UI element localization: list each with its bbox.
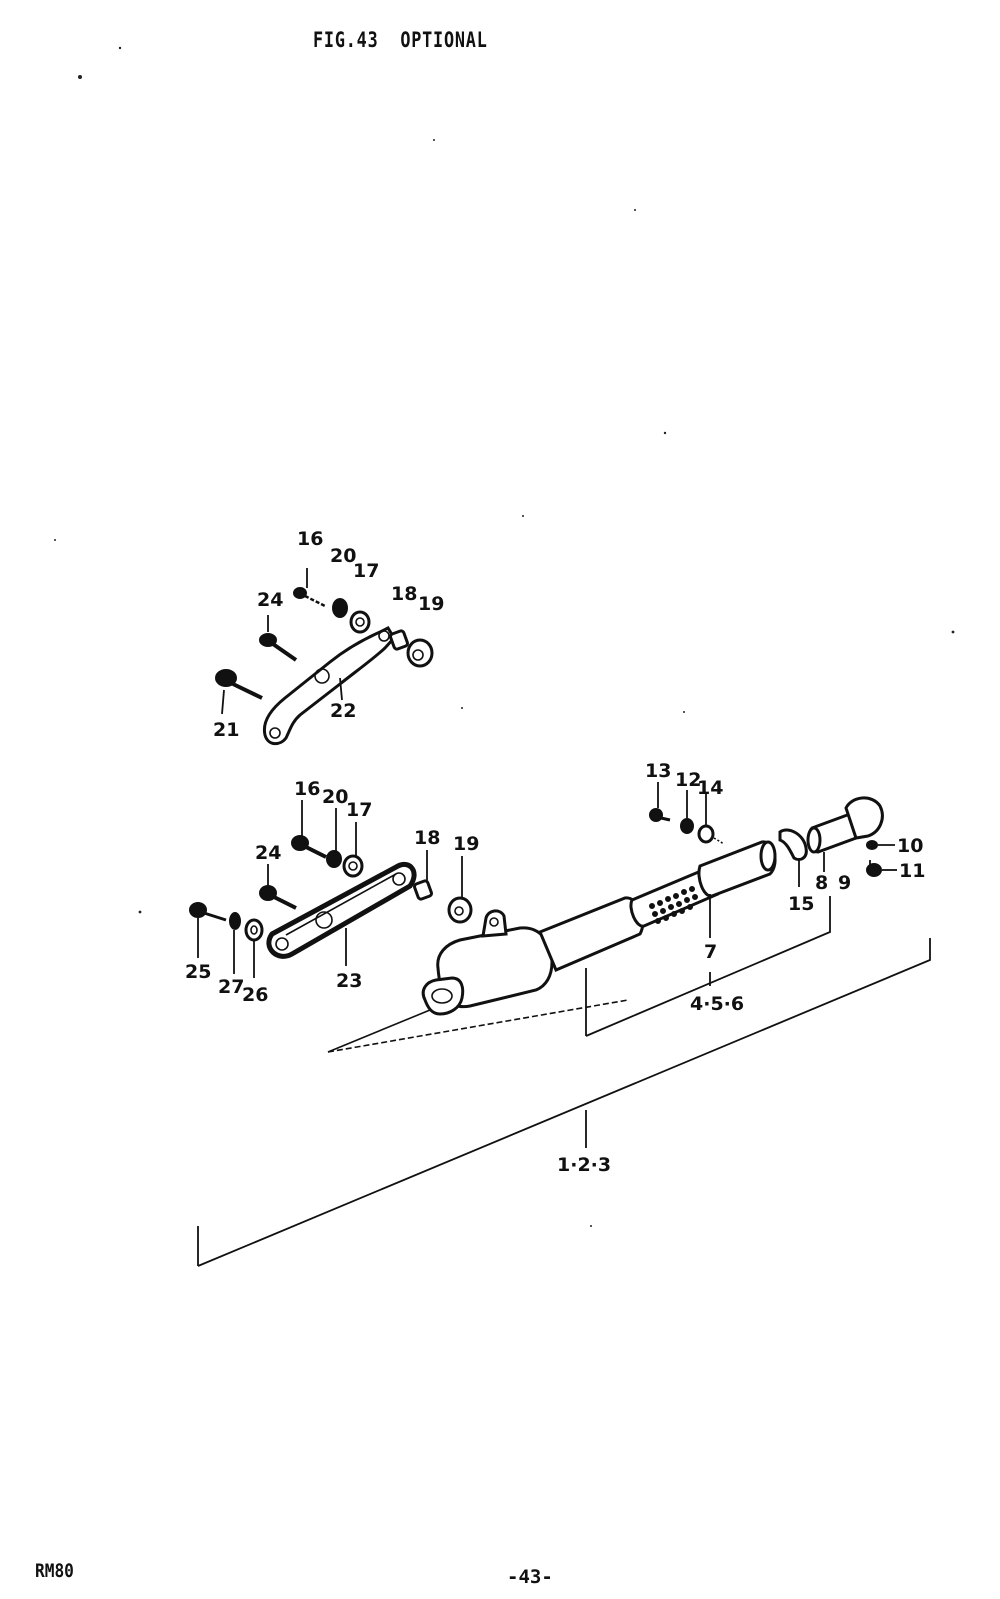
callout-lower-27: 27	[218, 976, 244, 998]
lower-bracket-assembly	[189, 800, 473, 978]
callout-upper-16: 16	[297, 528, 323, 550]
upper-bracket-assembly	[215, 568, 434, 746]
callout-7: 7	[704, 941, 717, 963]
callout-11: 11	[899, 860, 925, 882]
callout-upper-20: 20	[330, 545, 356, 567]
group-bracket-123	[197, 938, 931, 1267]
rubber-15	[778, 828, 808, 862]
callout-group-123: 1·2·3	[557, 1154, 611, 1176]
bolt-24-lower	[259, 885, 297, 910]
washer-26	[244, 918, 264, 942]
callout-13: 13	[645, 760, 671, 782]
lower-bracket-plate	[266, 862, 417, 959]
page-number: -43-	[507, 1566, 553, 1588]
bolt-16-lower	[291, 835, 327, 859]
callout-upper-24: 24	[257, 589, 283, 611]
upper-bracket-hole-3	[378, 630, 390, 642]
callout-lower-18: 18	[414, 827, 440, 849]
lower-bracket-hole-1	[275, 937, 289, 951]
callout-lower-26: 26	[242, 984, 268, 1006]
callout-upper-19: 19	[418, 593, 444, 615]
callout-15: 15	[788, 893, 814, 915]
callout-upper-17: 17	[353, 560, 379, 582]
washer-17-upper	[349, 610, 371, 634]
upper-bracket-hole-2	[269, 727, 281, 739]
group-bracket-456	[585, 896, 831, 1037]
upper-bracket-hole-1	[314, 668, 330, 684]
bolt-16-upper	[293, 587, 326, 608]
collar-18-lower	[413, 879, 433, 901]
callout-9: 9	[838, 872, 851, 894]
callout-lower-23: 23	[336, 970, 362, 992]
scan-noise	[54, 46, 955, 1227]
callout-lower-19: 19	[453, 833, 479, 855]
washer-14	[697, 824, 725, 845]
screw-11	[866, 860, 882, 877]
callout-lower-16: 16	[294, 778, 320, 800]
bush-19-upper	[406, 638, 434, 668]
callout-lower-20: 20	[322, 786, 348, 808]
collar-18-upper	[389, 629, 409, 651]
callout-lower-24: 24	[255, 842, 281, 864]
shock-spring-section	[629, 840, 777, 928]
nut-20-lower	[326, 850, 342, 868]
shock-upper-eye	[806, 796, 884, 854]
screw-10	[866, 840, 878, 850]
callout-14: 14	[697, 777, 723, 799]
bolt-24-upper	[259, 633, 298, 662]
upper-bracket-plate	[262, 626, 396, 746]
washer-27	[229, 912, 241, 930]
lower-bracket-hole-2	[315, 911, 333, 929]
callout-group-456: 4·5·6	[690, 993, 744, 1015]
bush-19-lower	[447, 896, 473, 924]
callout-upper-22: 22	[330, 700, 356, 722]
bolt-13	[649, 808, 671, 822]
bolt-25	[189, 902, 227, 922]
callout-upper-18: 18	[391, 583, 417, 605]
shock-absorber-assembly	[197, 782, 931, 1267]
callout-8: 8	[815, 872, 828, 894]
nut-12	[680, 818, 694, 834]
nut-20-upper	[332, 598, 348, 618]
callout-lower-25: 25	[185, 961, 211, 983]
washer-17-lower	[342, 854, 364, 878]
callout-10: 10	[897, 835, 923, 857]
lower-bracket-hole-3	[392, 872, 406, 886]
bolt-21	[215, 669, 263, 700]
figure-title: FIG.43 OPTIONAL	[313, 28, 488, 52]
callout-upper-21: 21	[213, 719, 239, 741]
callout-12: 12	[675, 769, 701, 791]
model-code: RM80	[35, 1560, 74, 1582]
shock-lower-body	[421, 909, 554, 1016]
callout-lower-17: 17	[346, 799, 372, 821]
shock-main-tube	[538, 896, 645, 972]
